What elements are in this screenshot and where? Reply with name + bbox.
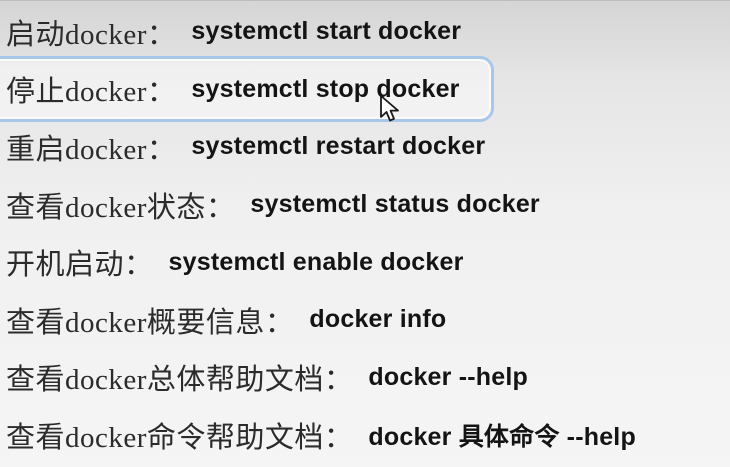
command-text: systemctl restart docker: [191, 132, 486, 161]
command-text: docker --help: [368, 362, 528, 391]
command-label: 查看docker命令帮助文档：: [6, 421, 354, 454]
command-line-row-help[interactable]: 查看docker总体帮助文档： docker --help: [6, 349, 730, 407]
command-label: 查看docker概要信息：: [6, 306, 295, 339]
command-text: docker 具体命令 --help: [368, 422, 636, 451]
command-line-row-info[interactable]: 查看docker概要信息： docker info: [6, 291, 730, 349]
command-label: 查看docker状态：: [6, 191, 236, 224]
command-text: systemctl stop docker: [191, 74, 460, 103]
command-text: systemctl status docker: [250, 190, 540, 219]
command-line-row-start[interactable]: 启动docker： systemctl start docker: [6, 3, 730, 61]
command-label: 开机启动：: [6, 249, 154, 282]
command-text: systemctl start docker: [191, 17, 462, 46]
command-line-row-enable[interactable]: 开机启动： systemctl enable docker: [6, 233, 730, 291]
command-label: 启动docker：: [6, 18, 177, 51]
command-line-row-status[interactable]: 查看docker状态： systemctl status docker: [6, 176, 730, 234]
command-label: 停止docker：: [6, 76, 177, 109]
command-line-row-stop[interactable]: 停止docker： systemctl stop docker: [6, 61, 730, 119]
command-label: 重启docker：: [6, 133, 177, 166]
command-line-row-restart[interactable]: 重启docker： systemctl restart docker: [6, 118, 730, 176]
mouse-cursor-icon: [380, 95, 399, 122]
notes-list: 启动docker： systemctl start docker 停止docke…: [6, 3, 730, 464]
command-text: systemctl enable docker: [168, 247, 464, 276]
command-label: 查看docker总体帮助文档：: [6, 364, 354, 397]
command-line-row-cmd-help[interactable]: 查看docker命令帮助文档： docker 具体命令 --help: [6, 406, 730, 464]
command-text: docker info: [309, 305, 447, 334]
selection-highlight-box: [0, 56, 494, 122]
